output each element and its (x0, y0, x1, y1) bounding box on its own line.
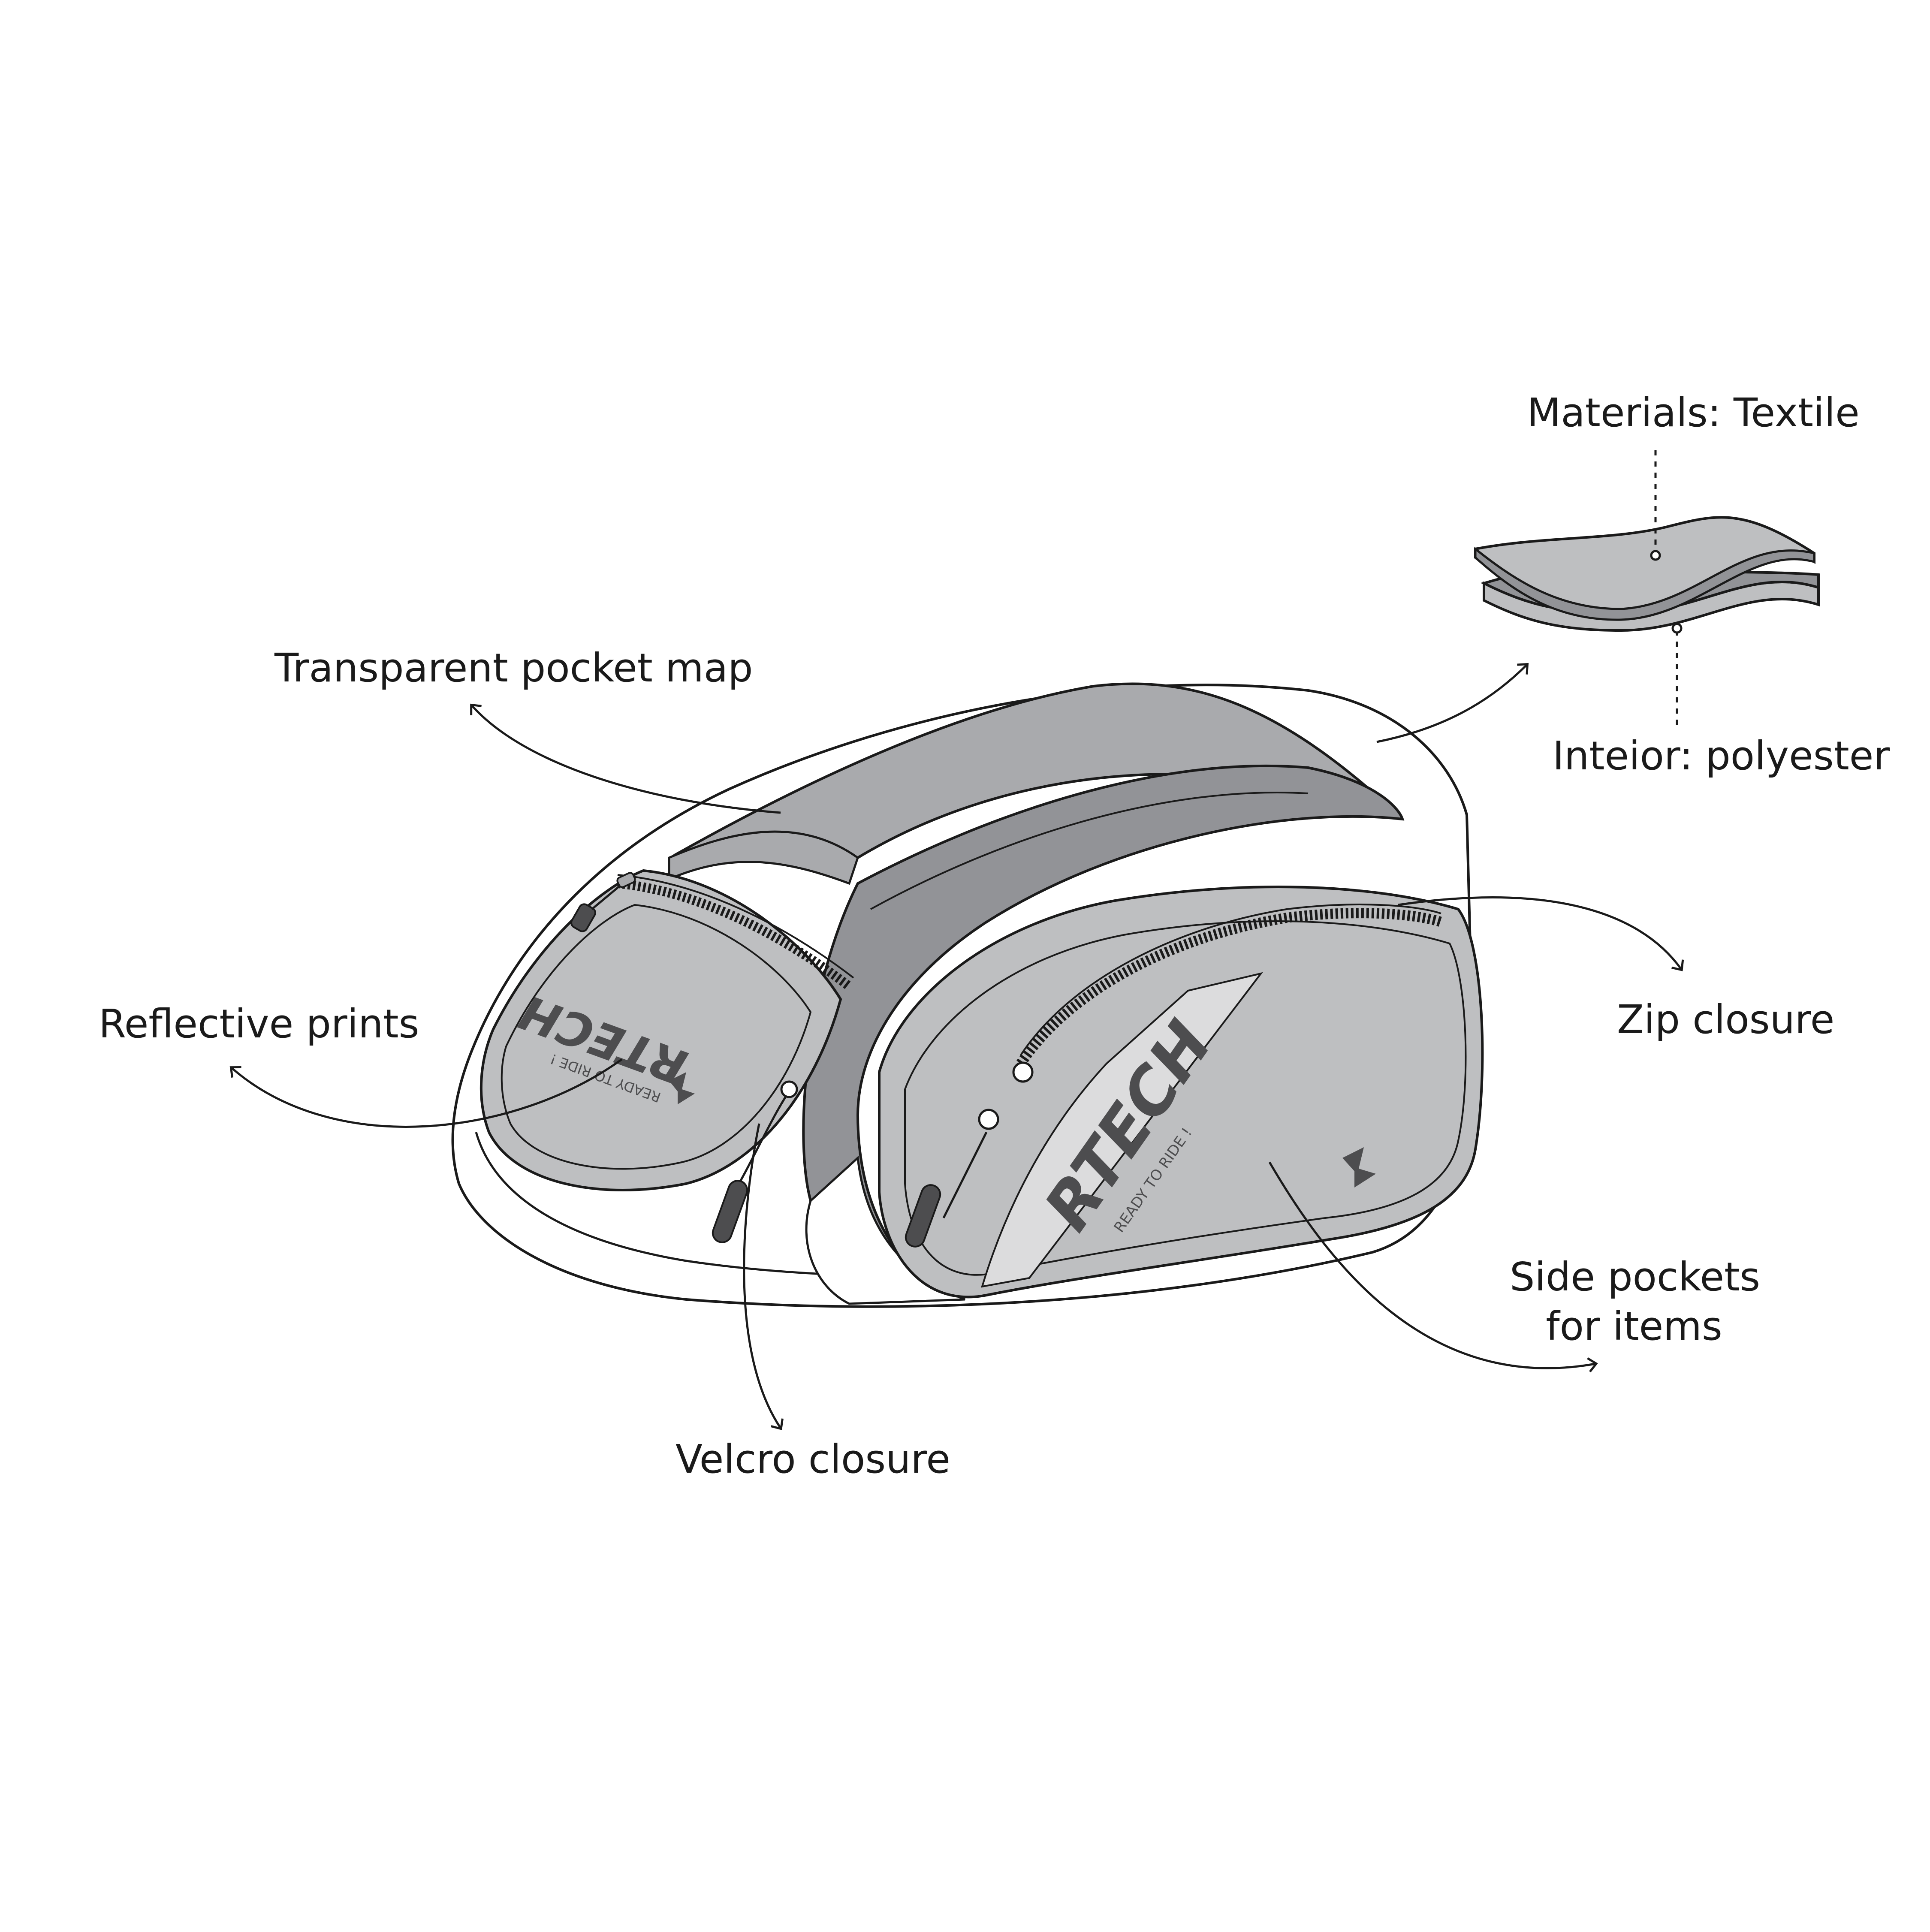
label-interior: Inteior: polyester (1553, 733, 1890, 779)
label-side-pockets: Side pockets for items (1510, 1252, 1761, 1351)
arrow-side-pockets (1268, 1161, 1598, 1373)
label-side-pockets-line1: Side pockets (1510, 1254, 1761, 1300)
label-zip-closure: Zip closure (1617, 997, 1835, 1043)
label-transparent-pocket: Transparent pocket map (274, 645, 753, 691)
right-zipper-pulls (905, 1061, 1034, 1248)
tank-bag: RTECH READY TO RIDE ! (451, 682, 1484, 1308)
label-materials: Materials: Textile (1527, 390, 1860, 436)
right-logo-mark (1342, 1147, 1376, 1188)
callout-arrows (229, 663, 1684, 1430)
arrow-zip-closure (1398, 896, 1684, 971)
velcro-strap (712, 1080, 798, 1243)
arrow-materials (1376, 663, 1529, 743)
arrow-velcro-closure (743, 1123, 784, 1430)
label-velcro-closure: Velcro closure (676, 1436, 950, 1482)
left-logo-mark (669, 1072, 695, 1104)
arrow-transparent-pocket (470, 703, 781, 814)
material-layers (1474, 450, 1820, 729)
left-zipper-pull (570, 872, 636, 932)
label-side-pockets-line2: for items (1546, 1303, 1722, 1349)
label-reflective-prints: Reflective prints (99, 1001, 419, 1047)
map-pocket (673, 682, 1399, 859)
arrow-reflective-prints (229, 1058, 623, 1128)
